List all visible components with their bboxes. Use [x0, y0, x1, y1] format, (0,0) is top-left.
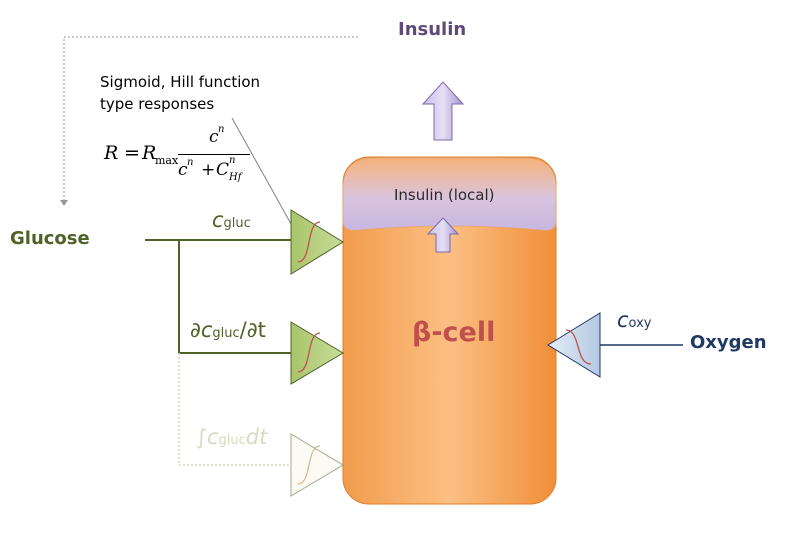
sigmoid-curve-icon — [297, 221, 321, 263]
formula-den-C: C — [216, 160, 230, 180]
formula-den-c: c — [178, 160, 188, 180]
annotation-line-2: type responses — [100, 95, 215, 113]
deriv-var: c — [200, 318, 213, 342]
feedback-dotted-line — [63, 36, 358, 203]
formula-numerator-exp: n — [218, 124, 225, 135]
formula-plus: + — [201, 160, 216, 180]
integral-sign: ∫ — [196, 425, 207, 449]
formula-rmax: R — [142, 142, 157, 164]
deriv-partial: ∂ — [190, 318, 201, 342]
insulin-output-label: Insulin — [398, 19, 467, 40]
sigmoid-curve-icon — [297, 332, 321, 373]
feedback-arrowhead — [60, 200, 68, 206]
sensor-triangle-oxygen — [547, 312, 601, 378]
formula-equals: = — [124, 142, 140, 164]
beta-cell-label: β-cell — [412, 317, 496, 348]
coxy-label: coxy — [617, 308, 652, 332]
oxygen-label: Oxygen — [690, 332, 767, 353]
integral-cgluc-label: ∫cglucdt — [196, 425, 267, 449]
glucose-integral-dotted-line — [178, 353, 293, 466]
glucose-label: Glucose — [10, 228, 90, 249]
sensor-triangle-derivative — [290, 321, 344, 385]
integral-dt: dt — [245, 425, 268, 449]
sigmoid-curve-icon — [565, 329, 592, 365]
beta-cell-body — [342, 156, 557, 505]
sigmoid-curve-icon — [297, 445, 321, 485]
integral-var: c — [206, 425, 219, 449]
up-arrow-icon — [421, 81, 465, 141]
cgluc-label: cgluc — [212, 208, 251, 232]
formula-den-C-sub: Hf — [229, 172, 242, 183]
hill-formula: R = R max c n c n + C n Hf — [98, 124, 278, 194]
coxy-sub: oxy — [628, 316, 652, 331]
formula-lhs: R — [104, 142, 119, 164]
formula-fraction-bar — [178, 154, 250, 155]
coxy-var: c — [617, 308, 629, 332]
formula-den-C-exp: n — [229, 155, 236, 166]
insulin-local-cap — [342, 157, 557, 231]
insulin-local-label: Insulin (local) — [394, 186, 495, 204]
dcgluc-dt-label: ∂cgluc/∂t — [190, 318, 266, 342]
formula-rmax-sub: max — [155, 154, 179, 167]
up-arrow-icon — [426, 217, 460, 253]
formula-numerator: c — [209, 127, 219, 147]
sensor-triangle-integral — [290, 433, 344, 497]
deriv-sub: gluc — [212, 326, 240, 341]
cgluc-var: c — [212, 208, 224, 232]
annotation-pointer — [231, 117, 301, 241]
deriv-rest: /∂t — [239, 318, 266, 342]
sensor-triangle-glucose — [290, 209, 344, 275]
formula-den-c-exp: n — [187, 157, 194, 168]
annotation-line-1: Sigmoid, Hill function — [100, 73, 261, 91]
cgluc-sub: gluc — [223, 216, 251, 231]
integral-sub: gluc — [218, 433, 246, 448]
